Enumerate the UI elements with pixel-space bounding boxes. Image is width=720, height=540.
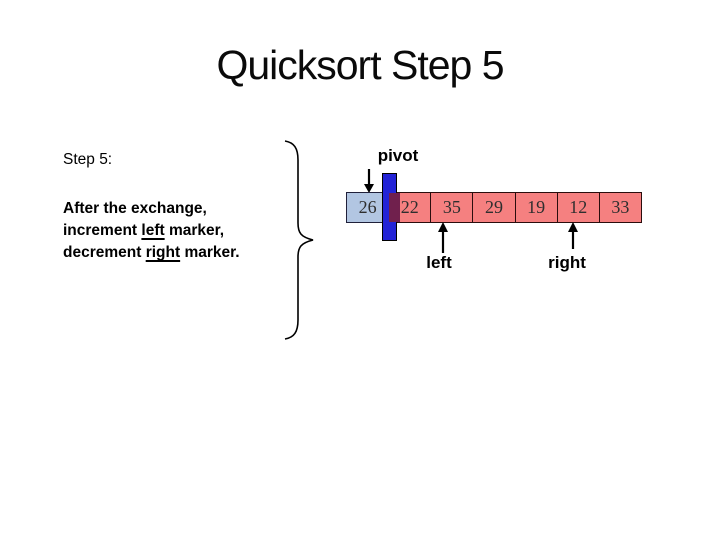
description-line2: increment left marker, (63, 222, 225, 239)
array-row: 26 22 35 29 19 12 33 (346, 192, 642, 223)
description-line3: decrement right marker. (63, 244, 240, 261)
page-title: Quicksort Step 5 (216, 42, 504, 88)
array-cell: 33 (599, 192, 642, 223)
step-description: After the exchange, increment left marke… (63, 198, 240, 264)
description-line1: After the exchange, (63, 200, 207, 217)
array-cell: 19 (515, 192, 558, 223)
right-marker-label: right (548, 253, 586, 272)
pivot-label: pivot (377, 146, 419, 165)
left-up-arrow-icon (437, 222, 449, 253)
array-cell: 29 (473, 192, 516, 223)
array-cell: 12 (557, 192, 600, 223)
array-cell: 35 (431, 192, 474, 223)
right-up-arrow-icon (567, 222, 579, 249)
underlined-left-word: left (141, 222, 165, 239)
pivot-down-arrow-icon (363, 169, 375, 194)
underlined-right-word: right (145, 244, 181, 261)
left-marker-label: left (426, 253, 452, 272)
curly-brace (279, 139, 319, 346)
pivot-bar-overlap (389, 193, 400, 222)
step-label: Step 5: (63, 151, 113, 168)
